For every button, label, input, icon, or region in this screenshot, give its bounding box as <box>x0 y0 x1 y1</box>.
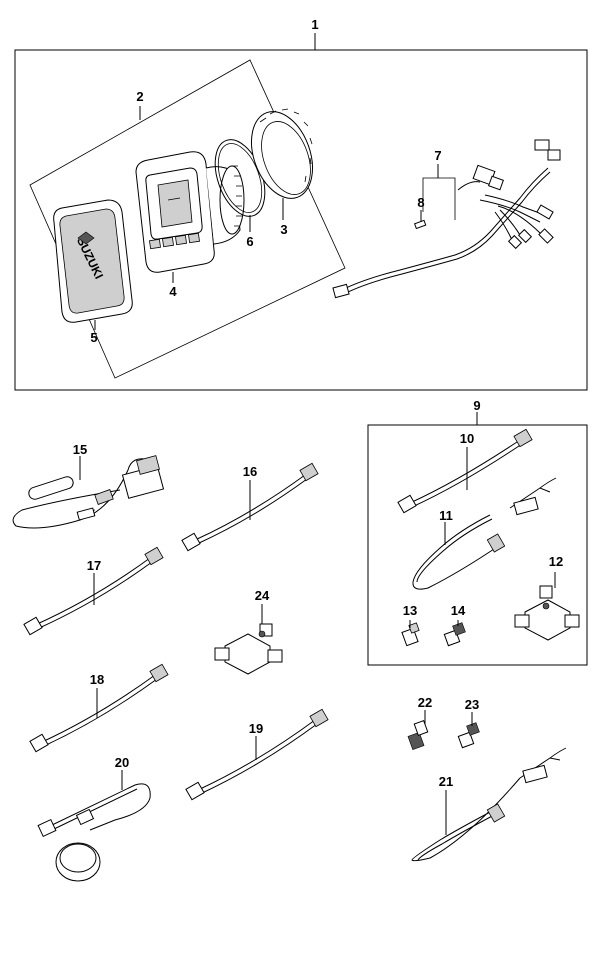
callout-3: 3 <box>280 222 287 237</box>
multi-function-gauge-4 <box>135 151 245 273</box>
kit-1-frame <box>14 49 588 391</box>
callout-5: 5 <box>90 330 97 345</box>
drop-cable-19 <box>185 708 329 801</box>
callout-17: 17 <box>87 558 101 573</box>
callout-10: 10 <box>460 431 474 446</box>
callout-18: 18 <box>90 672 104 687</box>
terminator-14 <box>443 622 466 647</box>
backbone-cable-10 <box>397 428 533 514</box>
drop-cable-18 <box>29 663 169 753</box>
callout-19: 19 <box>249 721 263 736</box>
terminator-22 <box>407 720 429 751</box>
t-connector-24 <box>214 623 283 675</box>
callout-1: 1 <box>311 17 318 32</box>
callout-4: 4 <box>169 284 177 299</box>
terminator-23 <box>457 722 480 749</box>
callout-16: 16 <box>243 464 257 479</box>
callout-24: 24 <box>255 588 270 603</box>
callout-8: 8 <box>417 195 424 210</box>
power-cable-11 <box>412 477 557 590</box>
gps-antenna-20 <box>37 783 151 882</box>
power-cable-21 <box>411 747 567 862</box>
gauge-cover-5: SUZUKI <box>53 199 133 323</box>
callout-21: 21 <box>439 774 453 789</box>
mounting-nut-3 <box>251 108 313 199</box>
callout-15: 15 <box>73 442 87 457</box>
suzuki-logo-icon <box>77 231 95 245</box>
wiring-harness-7 <box>332 139 561 299</box>
callout-20: 20 <box>115 755 129 770</box>
callout-9: 9 <box>473 398 480 413</box>
callout-14: 14 <box>451 603 466 618</box>
terminator-13 <box>401 622 420 647</box>
callout-7: 7 <box>434 148 441 163</box>
callout-6: 6 <box>246 234 253 249</box>
callout-11: 11 <box>439 508 453 523</box>
callout-23: 23 <box>465 697 479 712</box>
callout-13: 13 <box>403 603 417 618</box>
callout-2: 2 <box>136 89 143 104</box>
drop-cable-17 <box>23 546 164 636</box>
t-connector-12 <box>514 585 580 641</box>
callout-22: 22 <box>418 695 432 710</box>
sensor-cable-15 <box>12 455 165 529</box>
terminal-pin-8 <box>413 219 427 230</box>
callout-12: 12 <box>549 554 563 569</box>
